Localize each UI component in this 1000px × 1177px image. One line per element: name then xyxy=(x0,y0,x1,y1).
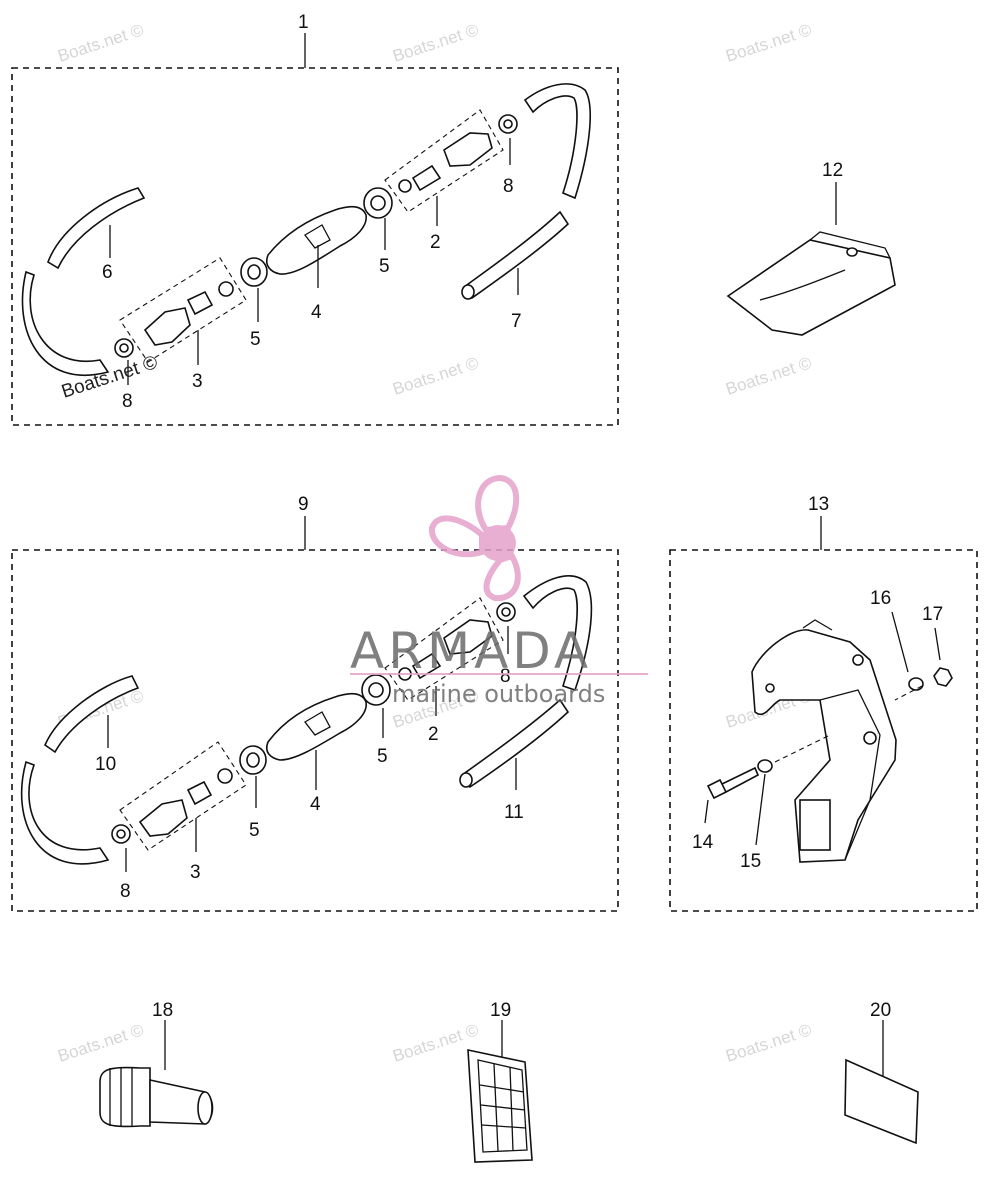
bolt-14 xyxy=(706,766,760,800)
watermark: Boats.net © xyxy=(390,1020,481,1066)
decal-card-20: 20 xyxy=(844,1000,919,1145)
watermark: Boats.net © xyxy=(723,1020,814,1066)
grille-19: 19 xyxy=(467,1000,533,1163)
callout-4: 4 xyxy=(311,302,322,323)
connector-2 xyxy=(443,132,493,167)
propeller-hub-icon xyxy=(480,525,516,561)
connector-3-b xyxy=(138,799,188,837)
hose-6-lower xyxy=(21,270,110,377)
callout-9: 9 xyxy=(298,494,309,515)
primer-bulb-4 xyxy=(265,205,367,275)
washer-15 xyxy=(757,759,773,773)
callout-16: 16 xyxy=(870,588,891,609)
callout-2-b: 2 xyxy=(428,724,439,745)
callout-6: 6 xyxy=(102,262,113,283)
mounting-bracket xyxy=(751,629,897,863)
watermark: Boats.net © xyxy=(55,1020,146,1066)
watermark: Boats.net © xyxy=(723,20,814,66)
callout-5-right-b: 5 xyxy=(377,746,388,767)
callout-12: 12 xyxy=(822,160,843,181)
watermark: Boats.net © xyxy=(55,20,146,66)
callout-13: 13 xyxy=(808,494,829,515)
hose-7 xyxy=(523,83,591,200)
logo-tagline: marine outboards xyxy=(392,680,605,708)
watermark: Boats.net © xyxy=(723,353,814,399)
connector-3 xyxy=(143,307,191,346)
connector-2-b xyxy=(443,619,493,655)
logo-name: ARMADA xyxy=(350,622,592,680)
armada-logo: ARMADA marine outboards xyxy=(350,474,648,708)
callout-8-left-b: 8 xyxy=(120,881,131,902)
storage-pouch-12: 12 xyxy=(726,160,896,336)
fuel-line-kit-9: 9 10 8 3 5 4 5 2 xyxy=(11,494,619,912)
callout-10: 10 xyxy=(95,754,116,775)
bracket-kit-13: 13 16 17 14 15 xyxy=(669,494,978,912)
hose-6 xyxy=(47,187,146,270)
callout-2: 2 xyxy=(430,232,441,253)
callout-5-right: 5 xyxy=(379,256,390,277)
callout-3-b: 3 xyxy=(190,862,201,883)
callout-15: 15 xyxy=(740,851,761,872)
callout-17: 17 xyxy=(922,604,943,625)
callout-1: 1 xyxy=(298,12,309,33)
callout-8-left: 8 xyxy=(122,391,133,412)
fuel-line-kit-1: 1 6 8 3 5 4 5 xyxy=(11,12,619,426)
callout-3: 3 xyxy=(192,371,203,392)
nut-17 xyxy=(933,667,953,687)
watermark: Boats.net © xyxy=(390,20,481,66)
washer-16 xyxy=(908,677,924,691)
hose-fitting-18: 18 xyxy=(99,1000,214,1128)
kit-9-border xyxy=(11,549,619,912)
hose-10 xyxy=(44,675,140,754)
callout-11: 11 xyxy=(504,802,524,823)
callout-7: 7 xyxy=(511,311,522,332)
kit-13-border xyxy=(669,549,978,912)
callout-19: 19 xyxy=(490,1000,511,1021)
callout-18: 18 xyxy=(152,1000,173,1021)
kit-1-border xyxy=(11,67,619,426)
primer-bulb-4-b xyxy=(265,692,367,761)
callout-4-b: 4 xyxy=(310,794,321,815)
callout-8-right-b: 8 xyxy=(500,666,511,687)
callout-20: 20 xyxy=(870,1000,891,1021)
hose-11 xyxy=(522,575,593,692)
callout-5-left: 5 xyxy=(250,329,261,350)
callout-5-left-b: 5 xyxy=(249,820,260,841)
callout-14: 14 xyxy=(692,832,714,853)
watermark: Boats.net © xyxy=(390,353,481,399)
callout-8-right: 8 xyxy=(503,176,514,197)
